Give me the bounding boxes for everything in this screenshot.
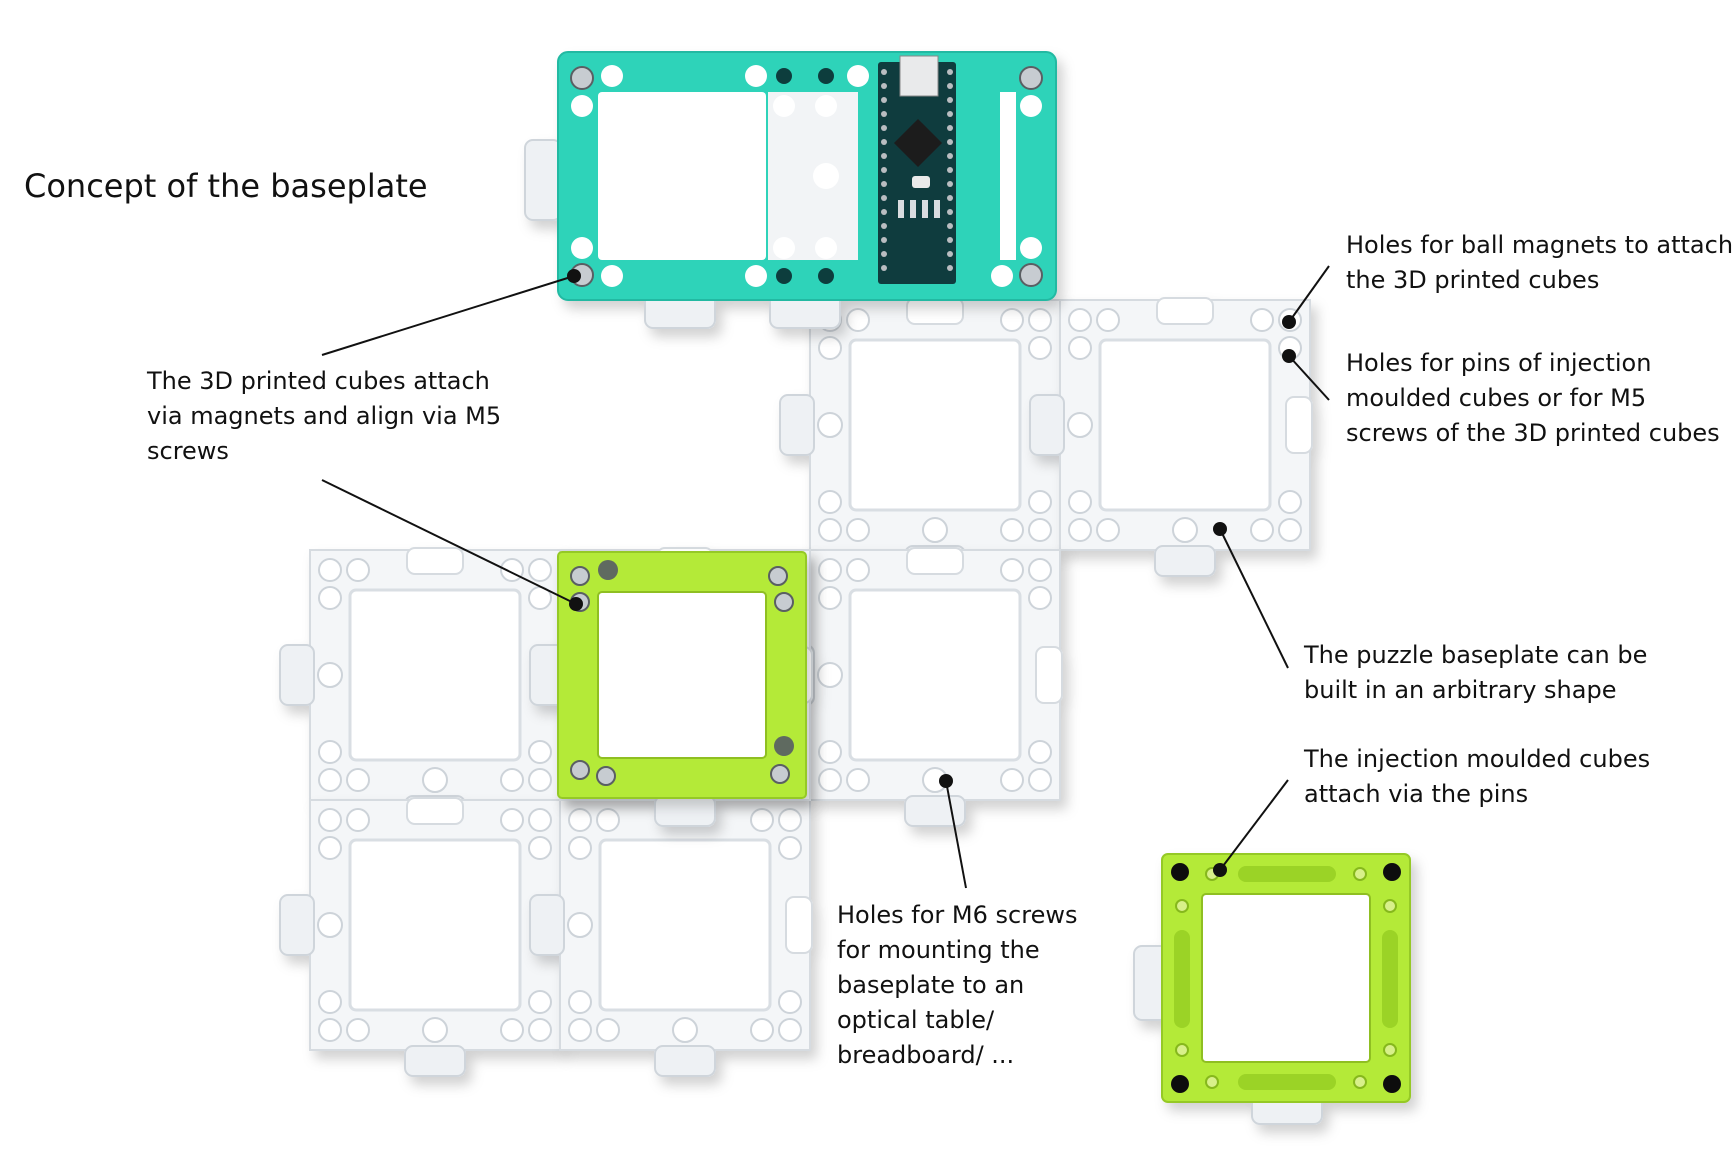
leader-dots <box>567 269 1296 877</box>
annotation-line: breadboard/ ... <box>837 1041 1015 1069</box>
leader-lines <box>321 265 1330 889</box>
annotation-line: The injection moulded cubes <box>1304 745 1651 773</box>
page-title: Concept of the baseplate <box>24 167 428 205</box>
lime-3d-printed-cube <box>557 551 807 799</box>
annotation-ball-magnets: Holes for ball magnets to attach the 3D … <box>1346 228 1733 298</box>
annotation-line: moulded cubes or for M5 <box>1346 384 1647 412</box>
teal-electronics-plate <box>524 51 1057 329</box>
annotation-line: The puzzle baseplate can be <box>1304 641 1648 669</box>
annotation-m6: Holes for M6 screws for mounting the bas… <box>837 898 1077 1073</box>
annotation-line: screws <box>147 437 229 465</box>
annotation-line: via magnets and align via M5 <box>147 402 502 430</box>
annotation-line: baseplate to an <box>837 971 1025 999</box>
usb-connector <box>899 55 939 97</box>
lime-injection-moulded-cube <box>1133 853 1411 1125</box>
white-tile <box>1028 296 1314 578</box>
white-tile <box>778 296 1064 578</box>
annotation-line: Holes for pins of injection <box>1346 349 1652 377</box>
annotation-line: screws of the 3D printed cubes <box>1346 419 1720 447</box>
white-tile <box>278 796 564 1078</box>
annotation-line: The 3D printed cubes attach <box>147 367 490 395</box>
annotation-line: Holes for ball magnets to attach <box>1346 231 1734 259</box>
white-tile <box>528 796 814 1078</box>
annotation-3d-cubes: The 3D printed cubes attach via magnets … <box>147 364 501 469</box>
white-tile <box>278 546 564 828</box>
annotation-line: attach via the pins <box>1304 780 1529 808</box>
annotation-puzzle: The puzzle baseplate can be built in an … <box>1304 638 1647 708</box>
annotation-line: the 3D printed cubes <box>1346 266 1600 294</box>
annotation-line: Holes for M6 screws <box>837 901 1078 929</box>
annotation-injection: The injection moulded cubes attach via t… <box>1304 742 1650 812</box>
annotation-pins: Holes for pins of injection moulded cube… <box>1346 346 1720 451</box>
annotation-line: optical table/ <box>837 1006 995 1034</box>
annotation-line: built in an arbitrary shape <box>1304 676 1617 704</box>
white-tile <box>778 546 1064 828</box>
arduino-nano-board <box>878 55 956 284</box>
microcontroller-chip <box>893 118 943 168</box>
annotation-line: for mounting the <box>837 936 1040 964</box>
